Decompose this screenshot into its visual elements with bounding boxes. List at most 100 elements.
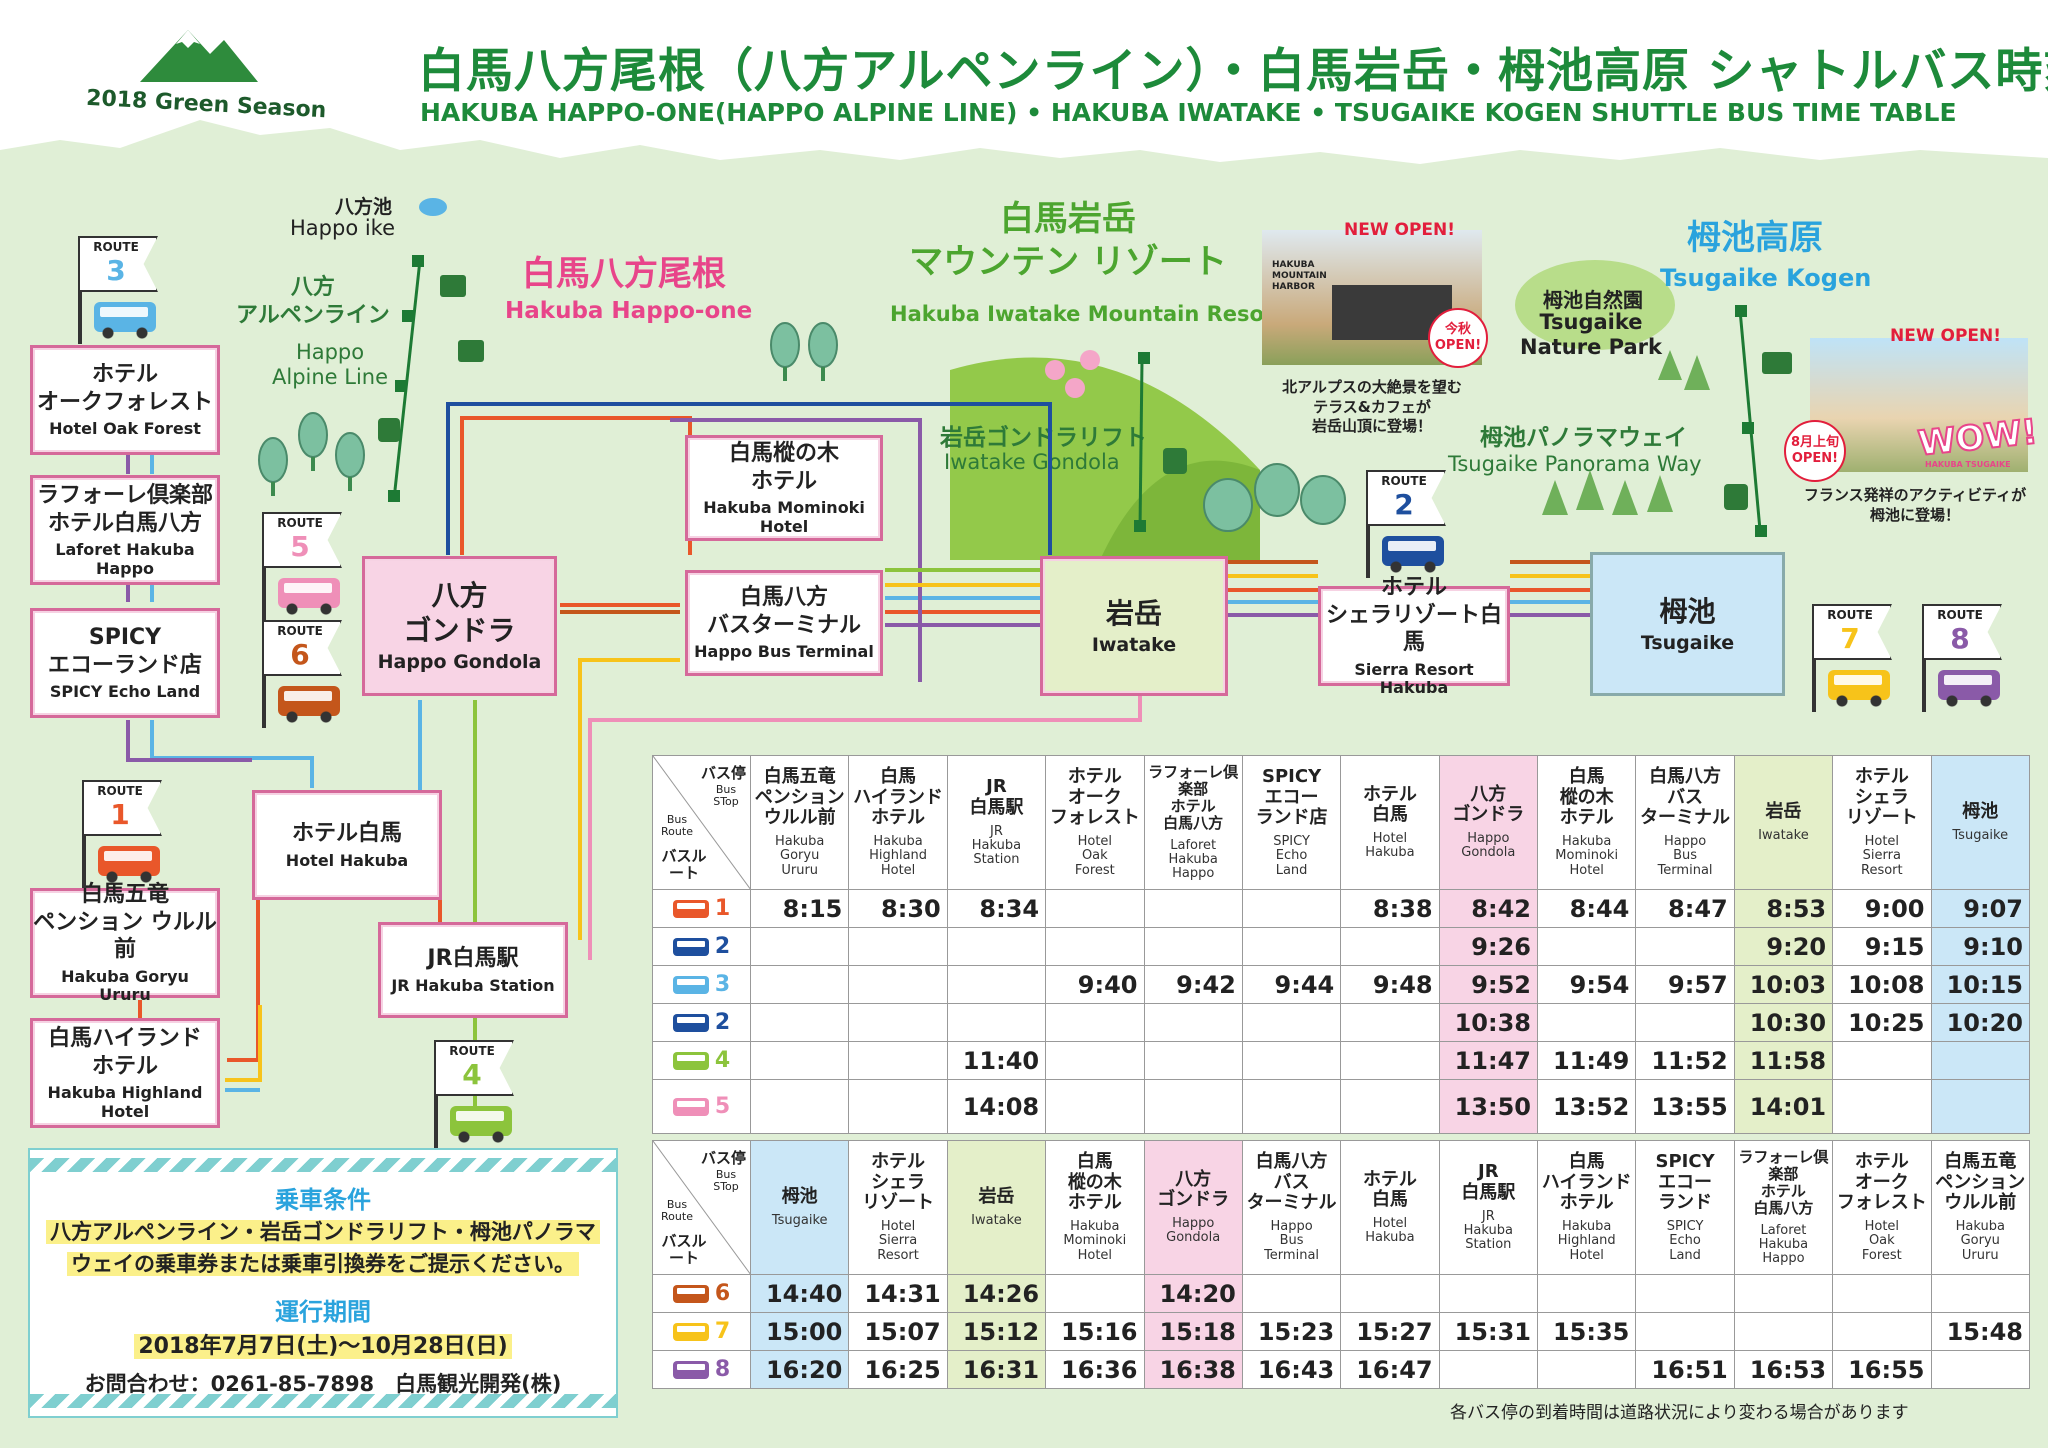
route-sign-8-number: 8 xyxy=(1950,622,1970,655)
departure-time: 9:15 xyxy=(1864,932,1925,961)
table1-time-cell xyxy=(1045,1079,1145,1134)
departure-time: 16:20 xyxy=(765,1355,843,1384)
header-stop-name-en: Iwatake xyxy=(1758,827,1809,843)
stop-spicy-jp: SPICY エコーランド店 xyxy=(47,625,202,678)
departure-time: 15:35 xyxy=(1552,1317,1630,1346)
table1-time-cell: 9:52 xyxy=(1438,965,1539,1004)
table1-time-cell xyxy=(749,1041,850,1080)
stop-jr-hakuba-jp: JR白馬駅 xyxy=(427,946,519,972)
stop-highland-hotel-en: Hakuba Highland Hotel xyxy=(47,1083,203,1121)
stop-bus-terminal-jp: 白馬八方 バスターミナル xyxy=(706,585,861,638)
table2-time-cell xyxy=(1536,1350,1637,1389)
table1-time-cell: 10:15 xyxy=(1930,965,2030,1004)
bus-route-label-jp: バスルート xyxy=(661,1232,707,1267)
stop-hotel-hakuba-en: Hotel Hakuba xyxy=(285,850,409,870)
boarding-info-box: 乗車条件 八方アルペンライン・岩岳ゴンドラリフト・栂池パノラマ ウェイの乗車券ま… xyxy=(28,1148,618,1418)
bus-route-label-en: Bus Route xyxy=(661,813,693,839)
stop-laforet-en: Laforet Hakuba Happo xyxy=(55,540,195,578)
departure-time: 10:03 xyxy=(1749,970,1827,999)
header-stop-name-jp: ホテル 白馬 xyxy=(1362,1168,1417,1211)
table1-time-cell: 14:08 xyxy=(946,1079,1047,1134)
departure-time: 9:00 xyxy=(1864,894,1925,923)
route-number: 6 xyxy=(714,1281,731,1306)
header-stop-name-jp: 八方 ゴンドラ xyxy=(1452,783,1525,826)
header-stop-name-jp: ラフォーレ倶楽部 ホテル 白馬八方 xyxy=(1738,1147,1829,1218)
table2-time-cell xyxy=(1340,1274,1440,1313)
august-open-badge: 8月上旬 OPEN! xyxy=(1784,420,1846,482)
table2-time-cell: 15:07 xyxy=(848,1312,948,1351)
stop-oak-forest: ホテル オークフォレスト Hotel Oak Forest xyxy=(30,345,220,455)
table1-time-cell: 8:30 xyxy=(848,889,948,928)
autumn-open-badge: 今秋 OPEN! xyxy=(1428,308,1488,368)
table1-time-cell: 10:25 xyxy=(1832,1003,1932,1042)
bus-stop-label-jp: バス停 xyxy=(700,1149,746,1167)
header-stop-name-jp: 栂池 xyxy=(781,1186,818,1207)
table1-time-cell xyxy=(1241,1079,1342,1134)
header-stop-name-en: Iwatake xyxy=(971,1212,1022,1228)
table2-header-2: 岩岳 Iwatake xyxy=(946,1140,1047,1275)
stop-hotel-hakuba: ホテル白馬 Hotel Hakuba xyxy=(252,790,442,900)
header-stop-name-jp: 栂池 xyxy=(1962,801,1999,822)
departure-time: 11:40 xyxy=(962,1046,1040,1075)
departure-time: 13:55 xyxy=(1651,1092,1728,1121)
departure-time: 15:16 xyxy=(1061,1317,1138,1346)
table1-time-cell xyxy=(1536,927,1637,966)
gondola-label-en: Iwatake Gondola xyxy=(944,450,1120,474)
route-3-bus-icon xyxy=(94,302,156,339)
tsugaike-label-en: Tsugaike Kogen xyxy=(1660,264,1872,292)
table1-time-cell xyxy=(1340,1041,1440,1080)
route-sign-5: ROUTE 5 xyxy=(256,512,348,620)
departure-time: 14:26 xyxy=(962,1279,1040,1308)
route-number: 2 xyxy=(714,934,731,959)
table1-time-cell xyxy=(848,927,948,966)
table2-time-cell: 16:55 xyxy=(1832,1350,1932,1389)
header-stop-name-jp: 白馬八方 バス ターミナル xyxy=(1640,766,1731,829)
bus-icon xyxy=(672,1014,709,1032)
route-sign-4-label: ROUTE xyxy=(449,1044,495,1058)
route-6-bus-icon xyxy=(278,686,340,723)
bus-icon xyxy=(672,1098,709,1116)
table1-time-cell: 13:55 xyxy=(1635,1079,1735,1134)
period-dates: 2018年7月7日(土)〜10月28日(日) xyxy=(134,1334,512,1359)
table1-time-cell xyxy=(946,965,1047,1004)
header-stop-name-en: Happo Bus Terminal xyxy=(1264,1219,1320,1263)
bus-stop-label-jp: バス停 xyxy=(700,764,746,782)
departure-time: 16:55 xyxy=(1848,1355,1925,1384)
table2-time-cell xyxy=(1045,1274,1145,1313)
table1-route-cell: 2 xyxy=(652,927,751,966)
harbor-logo-text: HAKUBA MOUNTAIN HARBOR xyxy=(1272,260,1327,292)
departure-time: 10:25 xyxy=(1848,1008,1925,1037)
header-stop-name-en: Laforet Hakuba Happo xyxy=(1168,837,1218,882)
stop-iwatake-en: Iwatake xyxy=(1091,633,1177,656)
header-stop-name-jp: 岩岳 xyxy=(978,1186,1015,1207)
table1-time-cell: 11:52 xyxy=(1635,1041,1735,1080)
table1-time-cell xyxy=(1045,1003,1145,1042)
header-stop-name-jp: ホテル シェラ リゾート xyxy=(1845,766,1918,829)
table1-time-cell xyxy=(1241,927,1342,966)
table2-time-cell: 15:35 xyxy=(1536,1312,1637,1351)
departure-time: 10:15 xyxy=(1946,970,2023,999)
table1-time-cell: 9:20 xyxy=(1733,927,1834,966)
departure-time: 10:38 xyxy=(1454,1008,1531,1037)
table1-route-cell: 4 xyxy=(652,1041,751,1080)
table1-time-cell xyxy=(1143,889,1243,928)
header-stop-name-jp: ラフォーレ倶楽部 ホテル 白馬八方 xyxy=(1148,762,1239,833)
stop-tsugaike-jp: 栂池 xyxy=(1659,594,1716,628)
table1-time-cell xyxy=(1340,1079,1440,1134)
table1-time-cell xyxy=(1832,1079,1932,1134)
departure-time: 16:25 xyxy=(864,1355,941,1384)
bus-icon xyxy=(672,1361,709,1379)
stop-oak-forest-en: Hotel Oak Forest xyxy=(49,419,201,439)
table2-time-cell: 16:47 xyxy=(1340,1350,1440,1389)
stop-sierra-resort: ホテル シェラリゾート白馬 Sierra Resort Hakuba xyxy=(1318,575,1510,697)
table2-time-cell xyxy=(1536,1274,1637,1313)
departure-time: 9:57 xyxy=(1668,970,1728,999)
table1-time-cell xyxy=(1930,1041,2030,1080)
route-sign-8: ROUTE 8 xyxy=(1916,604,2008,712)
table1-time-cell: 11:47 xyxy=(1438,1041,1539,1080)
